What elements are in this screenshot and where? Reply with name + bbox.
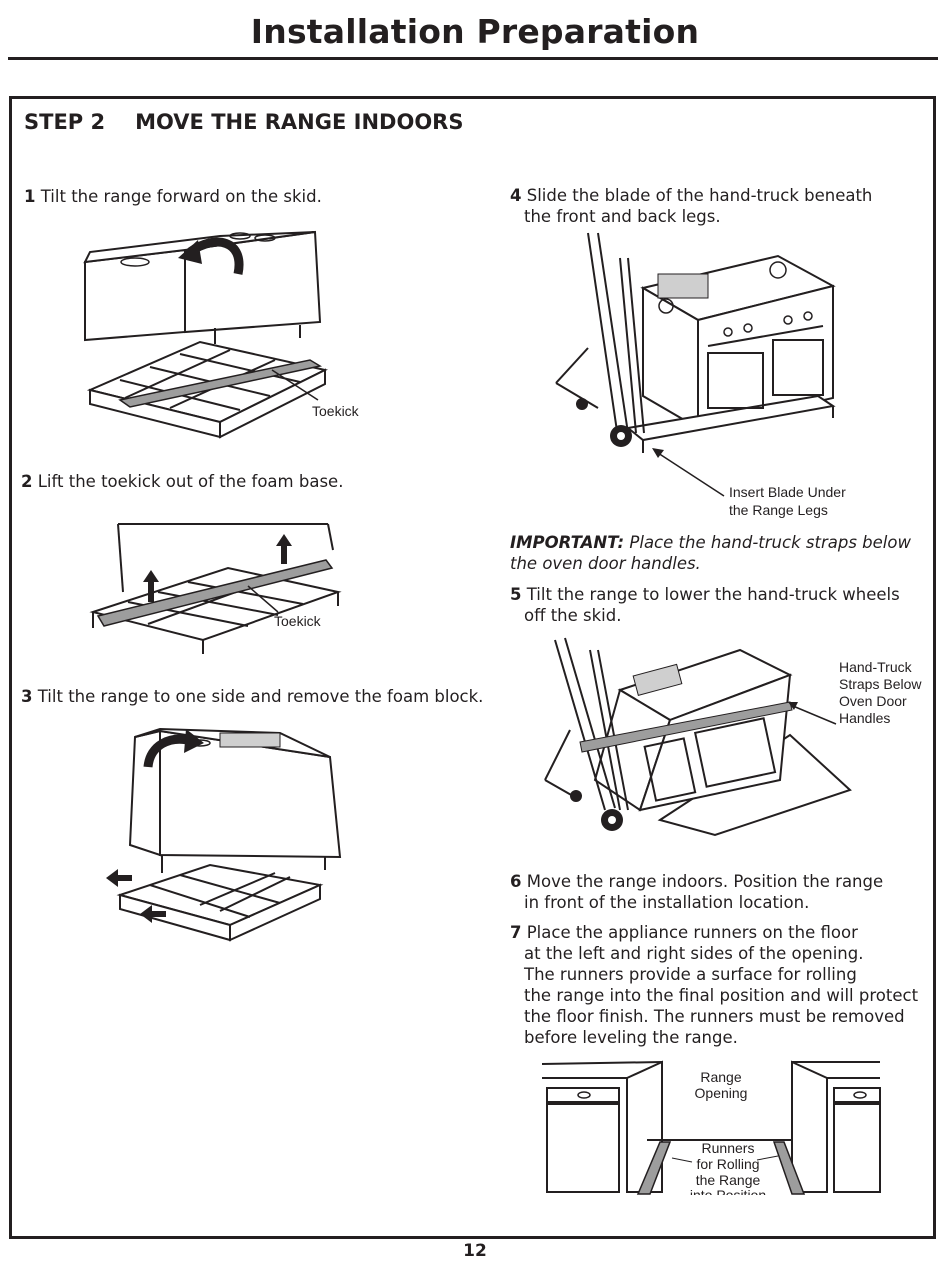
important-text-1: Place the hand-truck straps below (629, 533, 911, 552)
instruction-4-number: 4 (510, 186, 522, 205)
callout-insert-blade-2: the Range Legs (729, 502, 828, 518)
callout-runners-1: Runners (702, 1140, 755, 1156)
instruction-1-number: 1 (24, 187, 36, 206)
callout-opening-1: Range (700, 1069, 741, 1085)
page-number: 12 (463, 1241, 487, 1261)
instruction-6-number: 6 (510, 872, 522, 891)
instruction-2: 2 Lift the toekick out of the foam base. (21, 471, 343, 492)
callout-straps-3: Oven Door (839, 693, 907, 709)
instruction-1-text: Tilt the range forward on the skid. (40, 187, 322, 206)
callout-runners-4: into Position (690, 1187, 766, 1195)
figure-hand-truck-insert: Insert Blade Under the Range Legs (548, 228, 888, 523)
figure-lift-toekick: Toekick (88, 520, 348, 655)
step-title: MOVE THE RANGE INDOORS (135, 110, 464, 134)
callout-runners-3: the Range (696, 1172, 761, 1188)
instruction-6-text-1: Move the range indoors. Position the ran… (526, 872, 884, 891)
title-rule (8, 57, 938, 60)
figure-hand-truck-tilt: Hand-Truck Straps Below Oven Door Handle… (540, 630, 930, 840)
instruction-7-text-1: Place the appliance runners on the floor (526, 923, 858, 942)
instruction-6: 6 Move the range indoors. Position the r… (510, 871, 883, 913)
page-title: Installation Preparation (250, 12, 700, 51)
callout-straps-4: Handles (839, 710, 890, 726)
instruction-3-number: 3 (21, 687, 33, 706)
step-heading: STEP 2 MOVE THE RANGE INDOORS (24, 110, 463, 134)
instruction-2-number: 2 (21, 472, 33, 491)
instruction-7: 7 Place the appliance runners on the flo… (510, 922, 918, 1048)
instruction-3-text: Tilt the range to one side and remove th… (37, 687, 484, 706)
callout-toekick-1: Toekick (312, 403, 360, 419)
instruction-7-number: 7 (510, 923, 522, 942)
instruction-5: 5 Tilt the range to lower the hand-truck… (510, 584, 900, 626)
important-text-2: the oven door handles. (510, 554, 701, 573)
instruction-5-text-2: off the skid. (524, 606, 622, 625)
figure-runners: Range Opening Runners for Rolling the Ra… (542, 1060, 882, 1195)
callout-straps-2: Straps Below (839, 676, 922, 692)
instruction-6-text-2: in front of the installation location. (524, 893, 810, 912)
instruction-3: 3 Tilt the range to one side and remove … (21, 686, 483, 707)
callout-straps-1: Hand-Truck (839, 659, 913, 675)
instruction-7-text-2: at the left and right sides of the openi… (524, 944, 864, 963)
instruction-5-text-1: Tilt the range to lower the hand-truck w… (526, 585, 900, 604)
instruction-4-text-1: Slide the blade of the hand-truck beneat… (526, 186, 873, 205)
instruction-5-number: 5 (510, 585, 522, 604)
instruction-2-text: Lift the toekick out of the foam base. (37, 472, 344, 491)
figure-tilt-forward: Toekick (80, 222, 380, 447)
figure-remove-foam (100, 725, 355, 945)
important-note: IMPORTANT: Place the hand-truck straps b… (510, 532, 911, 574)
instruction-4: 4 Slide the blade of the hand-truck bene… (510, 185, 872, 227)
instruction-7-text-4: the range into the final position and wi… (524, 986, 919, 1005)
step-label: STEP 2 (24, 110, 106, 134)
callout-insert-blade-1: Insert Blade Under (729, 484, 846, 500)
instruction-4-text-2: the front and back legs. (524, 207, 721, 226)
important-label: IMPORTANT: (510, 533, 625, 552)
content-frame (9, 96, 936, 1239)
callout-opening-2: Opening (695, 1085, 748, 1101)
callout-toekick-2: Toekick (274, 613, 322, 629)
instruction-7-text-5: the floor finish. The runners must be re… (524, 1007, 905, 1026)
instruction-7-text-3: The runners provide a surface for rollin… (524, 965, 857, 984)
callout-runners-2: for Rolling (696, 1156, 759, 1172)
instruction-1: 1 Tilt the range forward on the skid. (24, 186, 322, 207)
instruction-7-text-6: before leveling the range. (524, 1028, 738, 1047)
